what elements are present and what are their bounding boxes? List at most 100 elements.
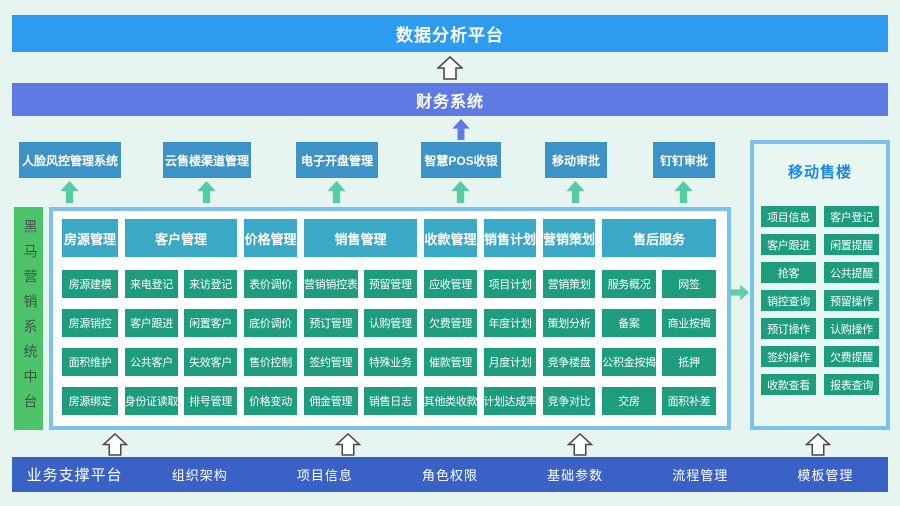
panel-cell: 闲置提醒	[824, 234, 879, 255]
module-cell: 应收管理	[424, 270, 477, 298]
module-group-customer: 客户管理 来电登记 来访登记 客户跟进 闲置客户 公共客户 失效客户 身份证读取…	[125, 219, 237, 418]
panel-cell: 欠费提醒	[824, 346, 879, 367]
module-cell: 计划达成率	[484, 387, 536, 415]
bottom-item-role-permission: 角色权限	[421, 468, 478, 483]
module-grid: 房源管理 房源建模 房源销控 面积维护 房源绑定 客户管理 来电登记 来访登记 …	[49, 207, 731, 430]
data-analysis-platform-banner: 数据分析平台	[12, 15, 888, 52]
up-arrow-teal-icon	[197, 181, 216, 203]
marketing-middle-platform-sidebar: 黑马营销系统中台	[14, 207, 43, 430]
module-cell: 特殊业务	[363, 348, 417, 376]
panel-cell: 报表查询	[824, 374, 879, 395]
module-cell: 营销销控表	[304, 270, 358, 298]
panel-cell: 项目信息	[761, 206, 816, 227]
module-header: 收款管理	[424, 219, 477, 257]
module-group-housing: 房源管理 房源建模 房源销控 面积维护 房源绑定	[62, 219, 118, 418]
bottom-item-base-params: 基础参数	[547, 468, 604, 483]
bottom-item-project-info: 项目信息	[296, 468, 353, 483]
external-system-label: 电子开盘管理	[300, 153, 373, 168]
module-cell: 月度计划	[484, 348, 536, 376]
bottom-item-template-mgmt: 模板管理	[797, 468, 854, 483]
external-system-label: 移动审批	[551, 153, 600, 168]
data-analysis-platform-label: 数据分析平台	[396, 26, 504, 45]
module-cell: 备案	[602, 309, 656, 337]
module-cell: 策划分析	[543, 309, 595, 337]
sidebar-label: 黑马营销系统中台	[21, 218, 37, 419]
module-header: 销售计划	[484, 219, 536, 257]
external-system-label: 人脸风控管理系统	[21, 153, 118, 168]
module-cell: 竞争对比	[543, 387, 595, 415]
module-cell: 服务概况	[602, 270, 656, 298]
module-cell: 其他类收款	[424, 387, 477, 415]
mobile-sales-panel: 移动售楼 项目信息 客户登记 客户跟进 闲置提醒 抢客 公共提醒 销控查询 预留…	[750, 140, 890, 430]
external-system-eopening: 电子开盘管理	[296, 142, 378, 178]
module-cell: 营销策划	[543, 270, 595, 298]
module-cell: 表价调价	[244, 270, 297, 298]
panel-cell: 销控查询	[761, 290, 816, 311]
up-arrow-outline-icon	[566, 432, 594, 456]
panel-cell: 抢客	[761, 262, 816, 283]
external-system-cloud-sales: 云售楼渠道管理	[163, 142, 251, 178]
up-arrow-teal-icon	[451, 181, 470, 203]
module-header: 售后服务	[602, 219, 716, 257]
module-cell: 欠费管理	[424, 309, 477, 337]
module-cell: 抵押	[662, 348, 716, 376]
module-cell: 网签	[662, 270, 716, 298]
external-system-pos: 智慧POS收银	[421, 142, 501, 178]
module-cell: 签约管理	[304, 348, 358, 376]
module-cell: 认购管理	[363, 309, 417, 337]
module-group-sales: 销售管理 营销销控表 预留管理 预订管理 认购管理 签约管理 特殊业务 佣金管理…	[304, 219, 417, 418]
module-cell: 交房	[602, 387, 656, 415]
module-cell: 房源建模	[62, 270, 118, 298]
right-arrow-teal-icon	[730, 284, 749, 301]
module-cell: 面积补差	[662, 387, 716, 415]
up-arrow-outline-icon	[435, 55, 465, 80]
external-system-dingtalk-approval: 钉钉审批	[653, 142, 715, 178]
external-system-face-risk: 人脸风控管理系统	[19, 142, 121, 178]
module-cell: 失效客户	[184, 348, 237, 376]
up-arrow-teal-icon	[60, 181, 79, 203]
panel-cell: 签约操作	[761, 346, 816, 367]
bottom-item-process-mgmt: 流程管理	[672, 468, 729, 483]
panel-cell: 客户跟进	[761, 234, 816, 255]
finance-system-label: 财务系统	[415, 93, 484, 111]
external-system-mobile-approval: 移动审批	[545, 142, 607, 178]
module-cell: 来访登记	[184, 270, 237, 298]
module-cell: 客户跟进	[125, 309, 178, 337]
external-system-label: 智慧POS收银	[424, 153, 498, 168]
module-header: 销售管理	[304, 219, 417, 257]
module-cell: 底价调价	[244, 309, 297, 337]
module-cell: 预留管理	[363, 270, 417, 298]
up-arrow-outline-icon	[804, 432, 832, 456]
external-system-label: 云售楼渠道管理	[164, 153, 249, 168]
up-arrow-outline-icon	[334, 432, 362, 456]
module-header: 客户管理	[125, 219, 237, 257]
panel-cell: 客户登记	[824, 206, 879, 227]
panel-cell: 公共提醒	[824, 262, 879, 283]
up-arrow-teal-icon	[674, 181, 693, 203]
module-cell: 年度计划	[484, 309, 536, 337]
external-system-label: 钉钉审批	[659, 153, 708, 168]
module-group-collection: 收款管理 应收管理 欠费管理 催款管理 其他类收款	[424, 219, 477, 418]
module-cell: 佣金管理	[304, 387, 358, 415]
up-arrow-teal-icon	[566, 181, 585, 203]
up-arrow-teal-icon	[327, 181, 346, 203]
module-cell: 来电登记	[125, 270, 178, 298]
module-cell: 催款管理	[424, 348, 477, 376]
business-support-platform-banner: 业务支撑平台 组织架构 项目信息 角色权限 基础参数 流程管理 模板管理	[12, 457, 888, 492]
up-arrow-blue-icon	[451, 119, 471, 140]
up-arrow-outline-icon	[101, 432, 129, 456]
module-cell: 房源绑定	[62, 387, 118, 415]
module-group-marketing-planning: 营销策划 营销策划 策划分析 竞争楼盘 竞争对比	[543, 219, 595, 418]
panel-cell: 预订操作	[761, 318, 816, 339]
module-cell: 排号管理	[184, 387, 237, 415]
module-header: 价格管理	[244, 219, 297, 257]
panel-cell: 预留操作	[824, 290, 879, 311]
bottom-item-org-structure: 组织架构	[171, 468, 228, 483]
module-cell: 公共客户	[125, 348, 178, 376]
module-group-price: 价格管理 表价调价 底价调价 售价控制 价格变动	[244, 219, 297, 418]
module-cell: 售价控制	[244, 348, 297, 376]
bottom-item-business-support: 业务支撑平台	[26, 467, 123, 484]
module-cell: 身份证读取	[125, 387, 178, 415]
module-header: 营销策划	[543, 219, 595, 257]
